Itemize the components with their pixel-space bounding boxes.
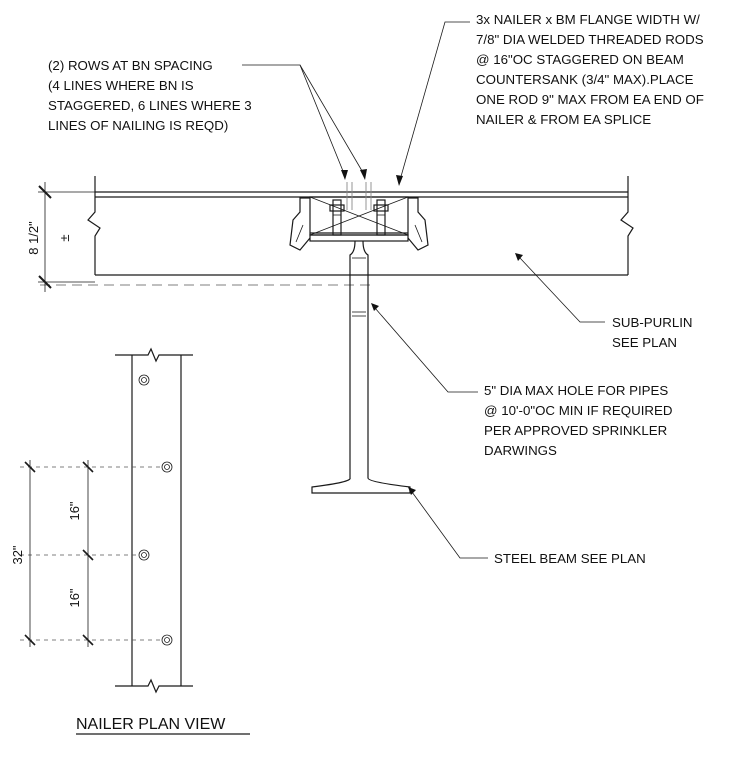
plus-minus-label: ± bbox=[57, 234, 72, 241]
note-subpurlin: SUB-PURLIN SEE PLAN bbox=[612, 315, 693, 350]
note-rows-line: (4 LINES WHERE BN IS bbox=[48, 78, 194, 93]
note-nailer: 3x NAILER x BM FLANGE WIDTH W/ 7/8" DIA … bbox=[476, 12, 704, 127]
note-beam: STEEL BEAM SEE PLAN bbox=[494, 551, 646, 566]
note-nailer-line: ONE ROD 9" MAX FROM EA END OF bbox=[476, 92, 704, 107]
break-line-bottom bbox=[115, 678, 193, 694]
threaded-rod-left bbox=[329, 199, 345, 236]
note-hole: 5" DIA MAX HOLE FOR PIPES @ 10'-0"OC MIN… bbox=[484, 383, 672, 458]
note-subpurlin-line: SUB-PURLIN bbox=[612, 315, 693, 330]
note-hole-line: @ 10'-0"OC MIN IF REQUIRED bbox=[484, 403, 672, 418]
spacing-dimension: 16" 16" bbox=[67, 460, 94, 647]
note-nailer-line: @ 16"OC STAGGERED ON BEAM bbox=[476, 52, 684, 67]
note-rows-line: STAGGERED, 6 LINES WHERE 3 bbox=[48, 98, 252, 113]
note-rows-line: LINES OF NAILING IS REQD) bbox=[48, 118, 228, 133]
note-rows-line: (2) ROWS AT BN SPACING bbox=[48, 58, 213, 73]
note-subpurlin-line: SEE PLAN bbox=[612, 335, 677, 350]
overall-dimension: 32" bbox=[10, 460, 36, 647]
nail-lines bbox=[346, 182, 372, 210]
note-nailer-line: COUNTERSANK (3/4" MAX).PLACE bbox=[476, 72, 694, 87]
note-hole-line: 5" DIA MAX HOLE FOR PIPES bbox=[484, 383, 668, 398]
note-hole-line: DARWINGS bbox=[484, 443, 557, 458]
nailer-plan-view: 32" 16" 16" NAILER PLAN VIEW bbox=[10, 347, 250, 735]
leaders bbox=[242, 21, 605, 559]
rod-marker bbox=[161, 461, 173, 473]
sub-purlin bbox=[87, 176, 634, 276]
nailer bbox=[309, 196, 409, 236]
plan-view-title: NAILER PLAN VIEW bbox=[76, 716, 226, 733]
rod-marker bbox=[161, 634, 173, 646]
note-hole-line: PER APPROVED SPRINKLER bbox=[484, 423, 667, 438]
note-rows: (2) ROWS AT BN SPACING (4 LINES WHERE BN… bbox=[48, 58, 252, 133]
hanger-right bbox=[407, 197, 429, 251]
rod-marker bbox=[138, 374, 150, 386]
steel-beam bbox=[309, 234, 411, 494]
break-line-top bbox=[115, 347, 193, 363]
spacing-upper-label: 16" bbox=[67, 501, 82, 520]
rod-marker bbox=[138, 549, 150, 561]
threaded-rod-right bbox=[373, 199, 389, 236]
depth-dimension: 8 1/2" ± bbox=[26, 182, 95, 292]
note-nailer-line: 3x NAILER x BM FLANGE WIDTH W/ bbox=[476, 12, 700, 27]
roof-sheathing bbox=[95, 191, 628, 198]
overall-dimension-label: 32" bbox=[10, 545, 25, 564]
hanger-left bbox=[289, 197, 311, 251]
note-nailer-line: 7/8" DIA WELDED THREADED RODS bbox=[476, 32, 704, 47]
section-view: 8 1/2" ± bbox=[26, 176, 634, 494]
spacing-lower-label: 16" bbox=[67, 588, 82, 607]
note-nailer-line: NAILER & FROM EA SPLICE bbox=[476, 112, 651, 127]
depth-label: 8 1/2" bbox=[26, 221, 41, 255]
